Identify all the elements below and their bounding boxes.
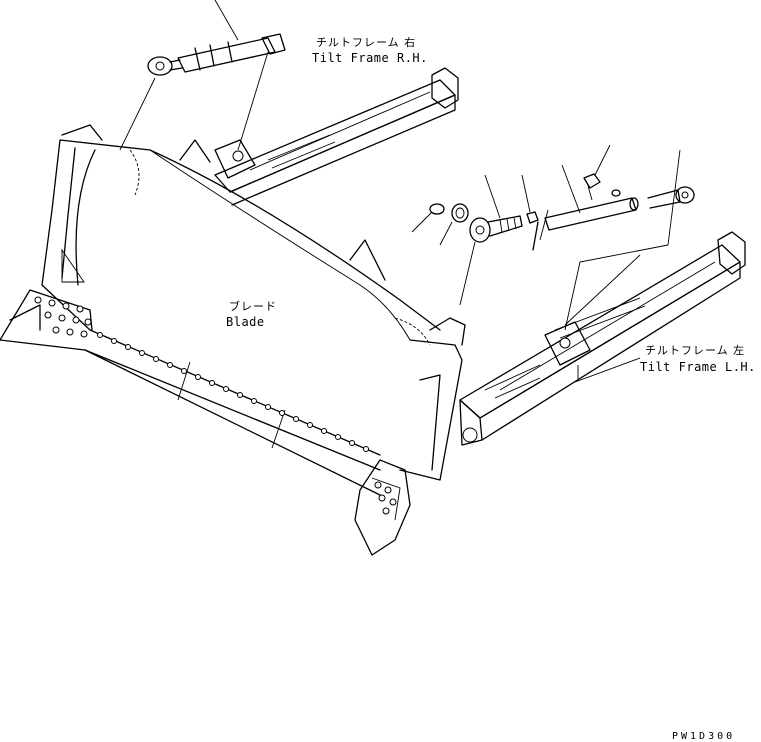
drawing-code: PW1D300 [672, 731, 736, 742]
label-blade-jp: ブレード [229, 300, 277, 313]
label-tilt-frame-lh: Tilt Frame L.H. [640, 360, 756, 374]
brace-parts [411, 144, 695, 331]
leader-tilt-lh [574, 357, 641, 383]
label-blade: Blade [226, 315, 265, 329]
tilt-cylinder [119, 0, 286, 151]
label-tilt-frame-rh: Tilt Frame R.H. [312, 51, 428, 65]
label-tilt-frame-rh-jp: チルトフレーム 右 [316, 36, 417, 49]
cutting-edge-holes [97, 332, 369, 452]
right-end-bit-bolts [374, 481, 397, 515]
label-tilt-frame-lh-jp: チルトフレーム 左 [645, 344, 746, 357]
blade [0, 124, 466, 556]
left-end-bit-bolts [34, 296, 92, 338]
tilt-frame-rh [214, 67, 459, 206]
tilt-frame-lh [459, 231, 746, 446]
